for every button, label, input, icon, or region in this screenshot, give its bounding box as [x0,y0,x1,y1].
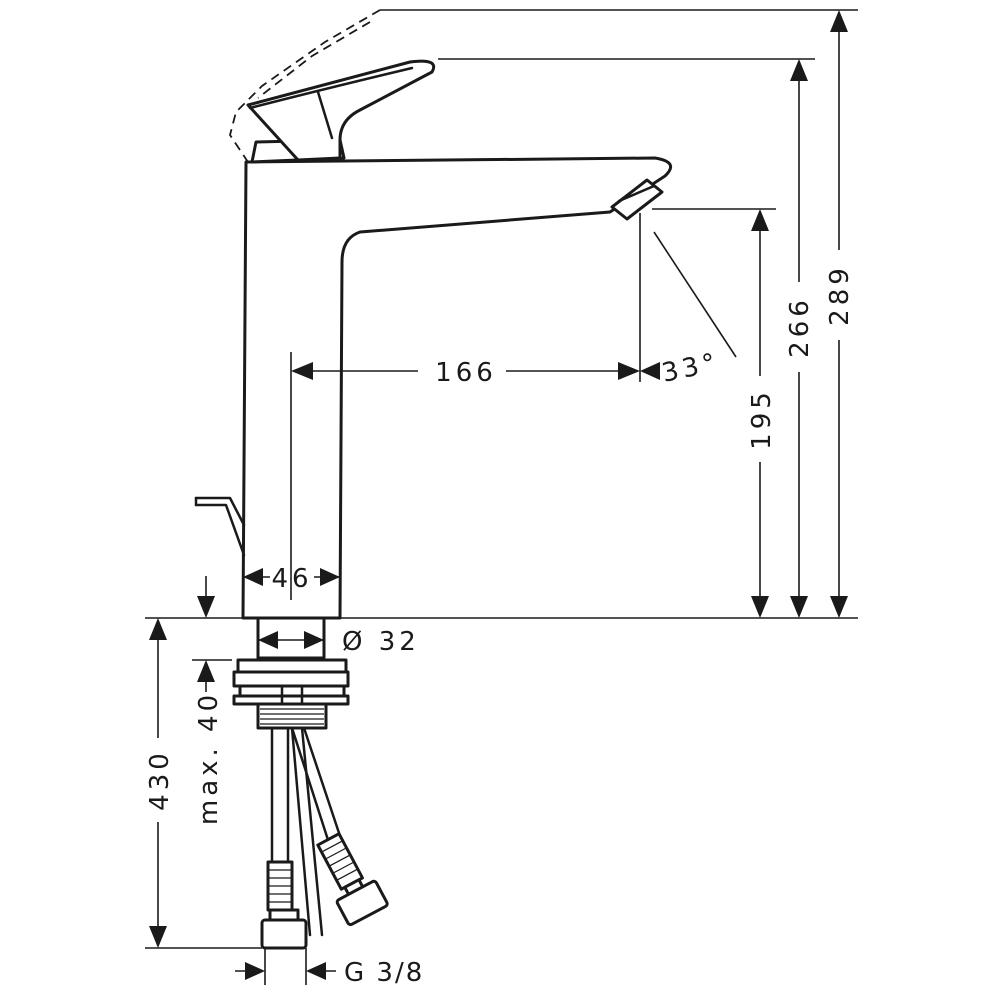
dimension-shank-diameter: Ø 32 [258,627,420,657]
spout-height-label: 195 [747,388,777,450]
dimension-hose-length: 430 [145,618,175,948]
body-diameter-label: 46 [271,564,312,594]
hose-length-label: 430 [145,749,175,811]
dimension-spout-reach: 166 [291,358,640,388]
flex-hoses [270,726,342,937]
spout-reach-label: 166 [435,358,497,388]
dimension-body-diameter: 46 [243,564,340,594]
max-thickness-label: max. 40 [194,691,224,825]
mounting-hardware [232,616,350,730]
lever-open-position [229,9,381,166]
right-hose-connector [316,832,389,927]
shank-diameter-label: Ø 32 [342,627,420,657]
dimension-connection-thread: G 3/8 [235,958,424,988]
dimension-spout-height: 195 [747,209,777,618]
dimension-lever-height: 266 [785,59,815,618]
total-height-label: 289 [825,264,855,326]
dimension-spray-angle: 33° [640,347,722,389]
connection-thread-label: G 3/8 [344,958,424,988]
left-hose-connector [260,860,308,950]
dimension-total-height: 289 [825,10,855,618]
dimension-max-thickness: max. 40 [194,576,224,825]
faucet-body [194,59,673,620]
spray-angle-label: 33° [659,347,722,388]
lever-height-label: 266 [785,296,815,358]
extension-lines [145,9,858,985]
